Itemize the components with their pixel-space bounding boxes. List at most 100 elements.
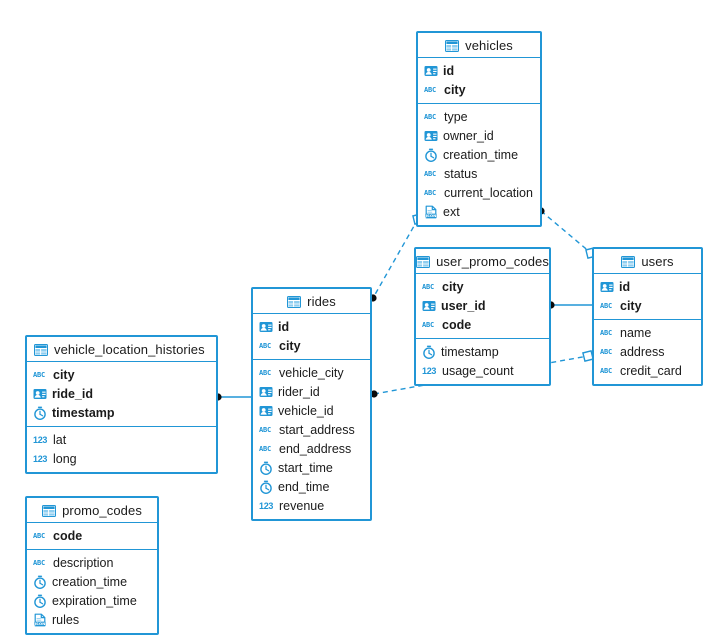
- column-name: start_address: [279, 422, 355, 437]
- column-name: vehicle_id: [278, 403, 334, 418]
- column-row-vehicle_id[interactable]: vehicle_id: [253, 401, 370, 420]
- table-header-user_promo_codes[interactable]: user_promo_codes: [416, 249, 549, 274]
- column-row-address[interactable]: ABC address: [594, 342, 701, 361]
- table-header-vehicles[interactable]: vehicles: [418, 33, 540, 58]
- id-card-icon: [424, 129, 438, 143]
- table-grid-icon: [621, 255, 636, 268]
- table-grid-icon: [445, 39, 460, 52]
- abc-icon: ABC: [424, 85, 437, 94]
- column-row-end_time[interactable]: end_time: [253, 477, 370, 496]
- column-row-creation_time[interactable]: creation_time: [418, 145, 540, 164]
- table-title: vehicles: [465, 37, 513, 53]
- clock-icon: [33, 406, 47, 420]
- abc-icon: ABC: [424, 188, 437, 197]
- table-header-users[interactable]: users: [594, 249, 701, 274]
- table-header-rides[interactable]: rides: [253, 289, 370, 314]
- abc-icon: ABC: [600, 347, 613, 356]
- clock-icon: [33, 594, 47, 608]
- column-row-id[interactable]: id: [418, 61, 540, 80]
- id-card-icon: [33, 387, 47, 401]
- column-name: city: [53, 367, 75, 382]
- abc-icon: ABC: [422, 320, 435, 329]
- column-name: id: [278, 319, 290, 334]
- column-row-city[interactable]: ABC city: [27, 365, 216, 384]
- column-row-vehicle_city[interactable]: ABC vehicle_city: [253, 363, 370, 382]
- abc-icon: ABC: [600, 366, 613, 375]
- column-row-ride_id[interactable]: ride_id: [27, 384, 216, 403]
- number-icon: 123: [259, 500, 274, 511]
- column-row-creation_time[interactable]: creation_time: [27, 572, 157, 591]
- relationship-line-vehicles-rides[interactable]: [372, 218, 419, 299]
- column-name: address: [620, 344, 665, 359]
- number-icon: 123: [422, 365, 437, 376]
- column-name: name: [620, 325, 652, 340]
- id-card-icon: [259, 320, 273, 334]
- abc-icon: ABC: [259, 425, 272, 434]
- number-icon: 123: [33, 453, 48, 464]
- column-row-city[interactable]: ABC city: [594, 296, 701, 315]
- column-name: status: [444, 166, 478, 181]
- table-title: users: [641, 253, 674, 269]
- column-name: creation_time: [52, 574, 128, 589]
- column-row-id[interactable]: id: [253, 317, 370, 336]
- number-icon: 123: [33, 434, 48, 445]
- svg-text:JSON: JSON: [425, 213, 437, 218]
- column-row-start_address[interactable]: ABC start_address: [253, 420, 370, 439]
- column-name: vehicle_city: [279, 365, 344, 380]
- column-row-credit_card[interactable]: ABC credit_card: [594, 361, 701, 380]
- column-row-expiration_time[interactable]: expiration_time: [27, 591, 157, 610]
- column-row-id[interactable]: id: [594, 277, 701, 296]
- column-name: code: [53, 528, 83, 543]
- column-row-timestamp[interactable]: timestamp: [416, 342, 549, 361]
- column-name: owner_id: [443, 128, 494, 143]
- column-name: city: [279, 338, 301, 353]
- column-row-user_id[interactable]: user_id: [416, 296, 549, 315]
- column-name: city: [620, 298, 642, 313]
- id-card-icon: [259, 385, 273, 399]
- abc-icon: ABC: [259, 368, 272, 377]
- column-row-start_time[interactable]: start_time: [253, 458, 370, 477]
- column-name: creation_time: [443, 147, 519, 162]
- column-row-owner_id[interactable]: owner_id: [418, 126, 540, 145]
- column-row-rider_id[interactable]: rider_id: [253, 382, 370, 401]
- column-name: id: [619, 279, 631, 294]
- column-row-timestamp[interactable]: timestamp: [27, 403, 216, 422]
- clock-icon: [422, 345, 436, 359]
- table-header-vehicle_location_histories[interactable]: vehicle_location_histories: [27, 337, 216, 362]
- abc-icon: ABC: [600, 301, 613, 310]
- column-name: credit_card: [620, 363, 682, 378]
- table-grid-icon: [42, 504, 57, 517]
- column-name: rider_id: [278, 384, 320, 399]
- table-header-promo_codes[interactable]: promo_codes: [27, 498, 157, 523]
- abc-icon: ABC: [33, 370, 46, 379]
